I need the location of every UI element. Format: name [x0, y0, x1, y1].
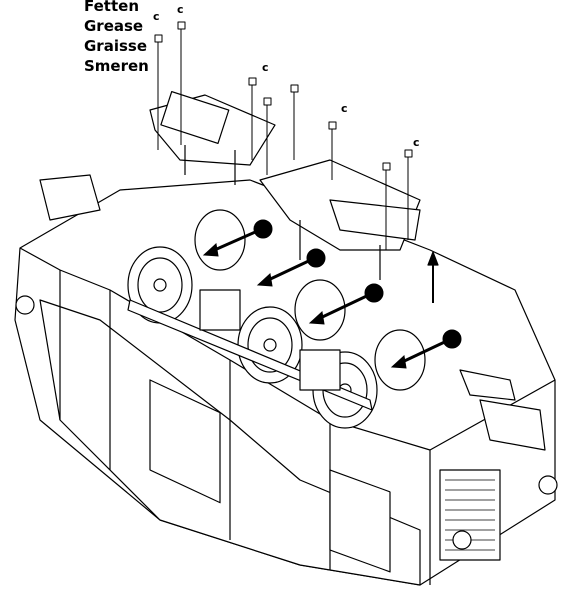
- screw-marker: c: [341, 102, 348, 115]
- front-grille: [439, 469, 501, 561]
- legend-label-nl: Smeren: [84, 57, 149, 75]
- screw: [328, 121, 337, 180]
- screw-marker: c: [153, 10, 160, 23]
- locomotive-chassis: [14, 174, 558, 586]
- legend-label-fr: Graisse: [84, 37, 148, 55]
- screws: [154, 21, 413, 250]
- screw: [382, 162, 391, 250]
- screw-marker: c: [413, 136, 420, 149]
- grease-point-1: [202, 219, 273, 257]
- buffer-left: [452, 530, 472, 550]
- screw: [290, 84, 299, 160]
- lubrication-points: [202, 219, 462, 369]
- screw: [154, 34, 163, 150]
- grease-point-4: [390, 329, 462, 369]
- legend-label-en: Grease: [84, 17, 144, 35]
- gear-cover-rear: [149, 90, 276, 185]
- drive-wheels: [127, 209, 426, 429]
- buffer-rear: [15, 295, 35, 315]
- wheel-2: [237, 279, 346, 384]
- grease-point-3: [308, 283, 384, 325]
- lubrication-legend: Fetten Grease Graisse Smeren: [84, 0, 149, 76]
- legend-label-de: Fetten: [84, 0, 140, 15]
- grease-point-2: [256, 248, 326, 287]
- lift-direction-arrow: [427, 251, 439, 303]
- screw: [177, 21, 186, 145]
- gear-cover-front: [259, 159, 421, 280]
- screw-marker: c: [262, 61, 269, 74]
- screw-marker: c: [177, 3, 184, 16]
- buffer-right: [538, 475, 558, 495]
- screw: [404, 149, 413, 240]
- screw: [248, 77, 257, 160]
- screw: [263, 97, 272, 175]
- screw-markers: c c c c c: [153, 3, 420, 149]
